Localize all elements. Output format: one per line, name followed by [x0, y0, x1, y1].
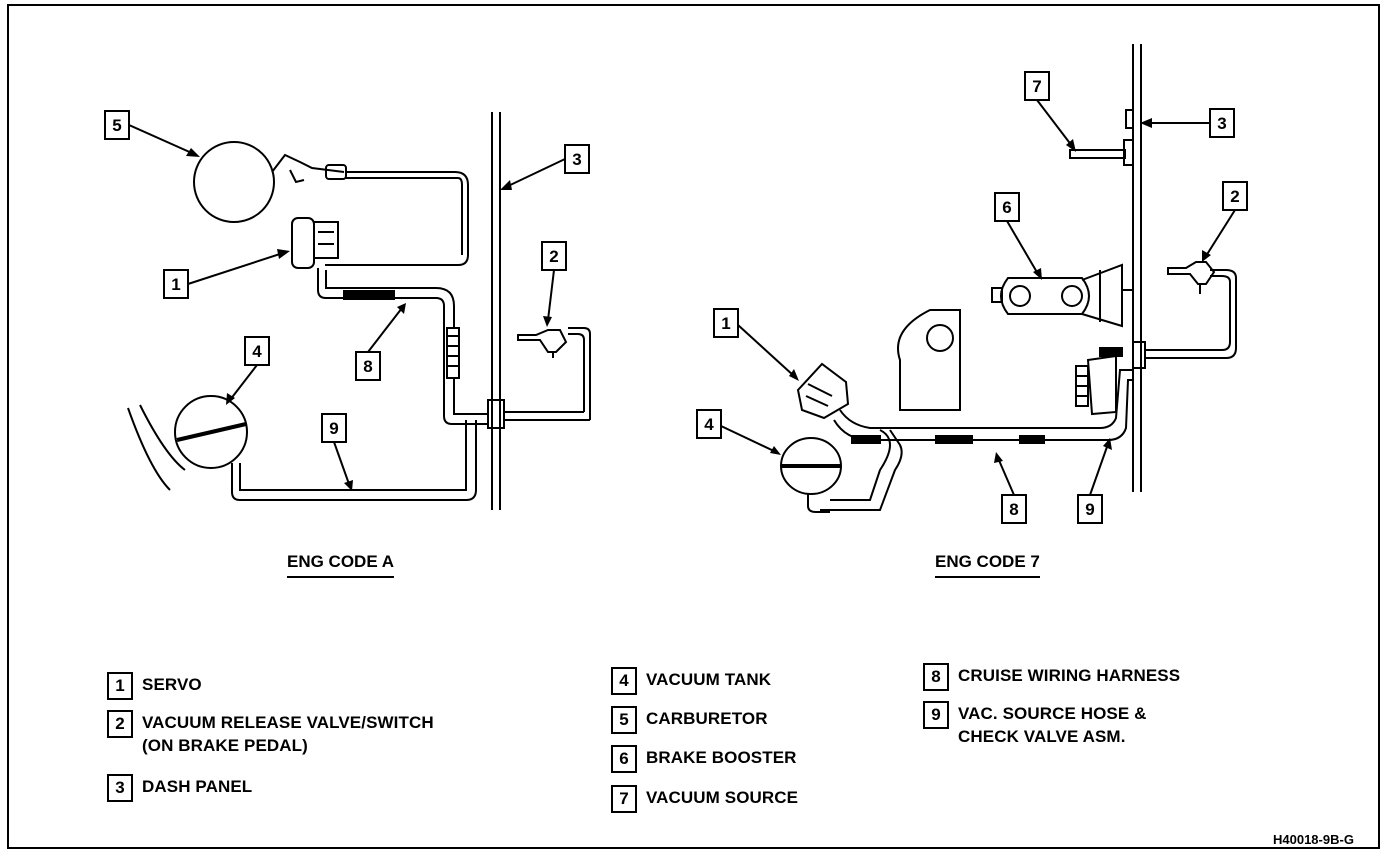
- svg-text:8: 8: [363, 357, 372, 376]
- svg-text:8: 8: [1009, 500, 1018, 519]
- svg-text:7: 7: [1032, 77, 1041, 96]
- legend-number-7: 7: [611, 785, 637, 813]
- legend-label-6: BRAKE BOOSTER: [646, 748, 797, 767]
- legend-number-1: 1: [107, 672, 133, 700]
- vacuum-tank-shape: [174, 395, 248, 469]
- svg-text:9: 9: [329, 419, 338, 438]
- legend-item-8: 8 CRUISE WIRING HARNESS: [923, 663, 1180, 691]
- carburetor-shape: [193, 141, 275, 223]
- arrowheads-left: [186, 148, 552, 491]
- legend-item-5: 5 CARBURETOR: [611, 706, 768, 734]
- legend-number-2: 2: [107, 710, 133, 738]
- callout-numbers-right: 7 3 6 2 1 4 8 9: [704, 77, 1239, 519]
- legend-item-4: 4 VACUUM TANK: [611, 667, 771, 695]
- svg-text:9: 9: [1085, 500, 1094, 519]
- legend-label-1: SERVO: [142, 675, 202, 694]
- svg-text:1: 1: [171, 275, 180, 294]
- legend-item-1: 1 SERVO: [107, 672, 202, 700]
- svg-text:4: 4: [252, 342, 262, 361]
- legend-label-2: VACUUM RELEASE VALVE/SWITCH (ON BRAKE PE…: [142, 713, 434, 755]
- legend-item-2: 2 VACUUM RELEASE VALVE/SWITCH (ON BRAKE …: [107, 710, 434, 757]
- diagram-title-eng-code-a: ENG CODE A: [287, 552, 395, 578]
- outer-border: [7, 4, 1380, 849]
- legend-number-9: 9: [923, 701, 949, 729]
- svg-text:2: 2: [1230, 187, 1239, 206]
- legend-label-7: VACUUM SOURCE: [646, 788, 799, 807]
- legend-label-4: VACUUM TANK: [646, 670, 772, 689]
- svg-text:3: 3: [572, 150, 581, 169]
- svg-text:1: 1: [721, 314, 730, 333]
- diagram-title-eng-code-7: ENG CODE 7: [935, 552, 1040, 578]
- legend-label-3: DASH PANEL: [142, 777, 253, 796]
- servo-shape: [291, 217, 315, 269]
- legend-number-6: 6: [611, 745, 637, 773]
- svg-text:5: 5: [112, 116, 121, 135]
- legend-item-9: 9 VAC. SOURCE HOSE & CHECK VALVE ASM.: [923, 701, 1147, 748]
- svg-text:2: 2: [549, 247, 558, 266]
- legend-number-4: 4: [611, 667, 637, 695]
- callout-numbers-left: 5 3 1 2 4 8 9: [112, 116, 581, 438]
- figure-code: H40018-9B-G: [1273, 832, 1354, 847]
- svg-text:4: 4: [704, 415, 714, 434]
- svg-text:3: 3: [1217, 114, 1226, 133]
- legend-item-3: 3 DASH PANEL: [107, 774, 252, 802]
- diagram-eng-code-7: [696, 44, 1248, 524]
- brake-booster-shape: [1000, 277, 1090, 315]
- legend-number-8: 8: [923, 663, 949, 691]
- arrowheads-right: [770, 118, 1211, 463]
- legend-number-3: 3: [107, 774, 133, 802]
- legend-label-9: VAC. SOURCE HOSE & CHECK VALVE ASM.: [958, 704, 1147, 746]
- legend-item-7: 7 VACUUM SOURCE: [611, 785, 798, 813]
- diagram-eng-code-a: [104, 110, 591, 510]
- legend-label-5: CARBURETOR: [646, 709, 768, 728]
- svg-text:6: 6: [1002, 198, 1011, 217]
- legend-label-8: CRUISE WIRING HARNESS: [958, 666, 1181, 685]
- servo-shape-right: [796, 362, 850, 420]
- legend-item-6: 6 BRAKE BOOSTER: [611, 745, 797, 773]
- legend-number-5: 5: [611, 706, 637, 734]
